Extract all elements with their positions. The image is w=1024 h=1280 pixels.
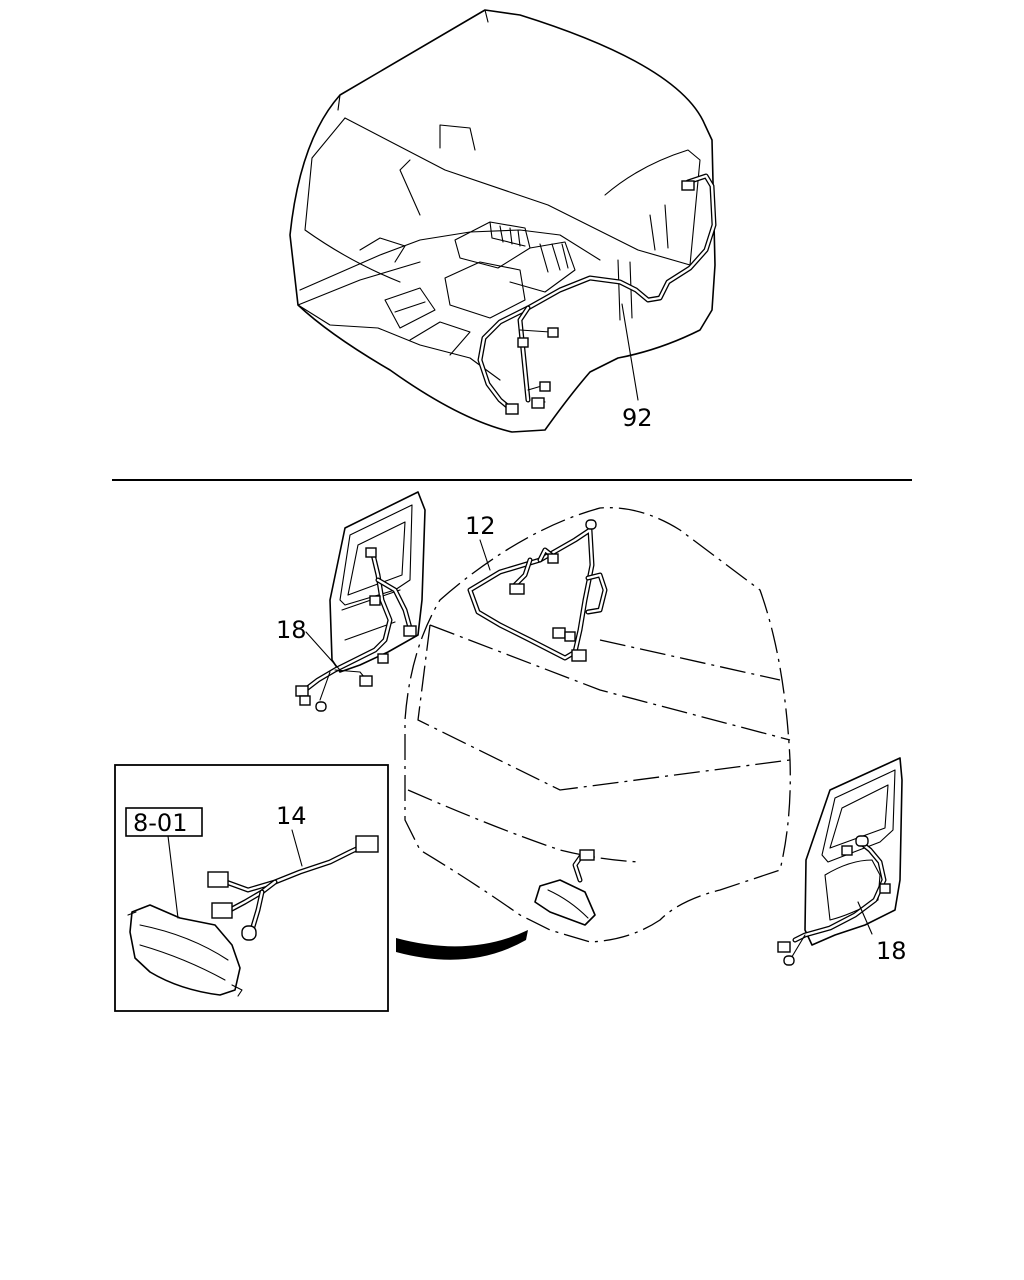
- cab-interior-view: [289, 9, 717, 433]
- ref-box-8-01: [125, 807, 203, 837]
- callout-18-left: 18: [276, 616, 307, 644]
- callout-12: 12: [465, 512, 496, 540]
- right-door-view: [777, 757, 903, 966]
- callout-92: 92: [622, 404, 653, 432]
- ref-label-8-01: 8-01: [133, 809, 187, 837]
- left-door-view: [295, 491, 426, 712]
- callout-18-right: 18: [876, 937, 907, 965]
- callout-14: 14: [276, 802, 307, 830]
- cab-exterior-view: [396, 507, 791, 960]
- headlamp-detail-box: [114, 764, 389, 1012]
